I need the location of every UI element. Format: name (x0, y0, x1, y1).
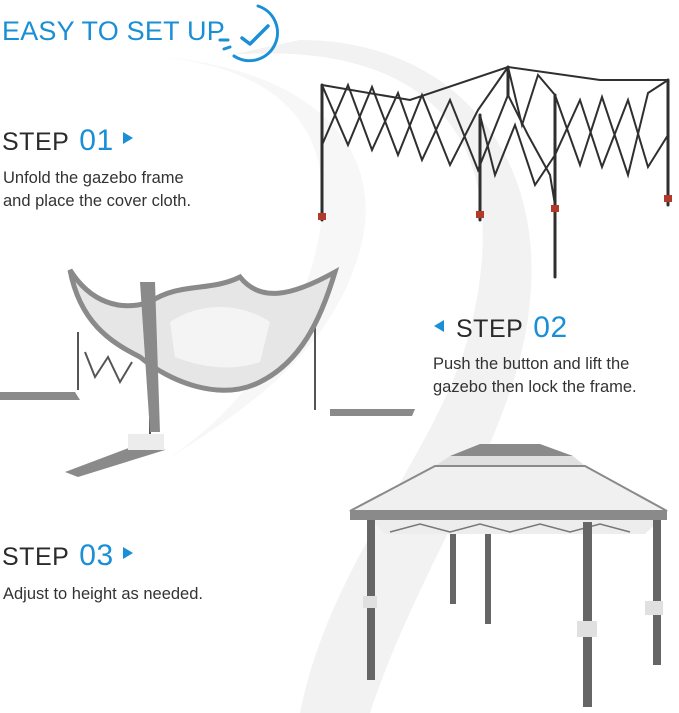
gazebo-illustration (349, 444, 668, 707)
step-number: 03 (79, 539, 114, 572)
cover-cloth-illustration (0, 266, 415, 477)
step-03-description: Adjust to height as needed. (3, 583, 203, 606)
arrow-right-icon (122, 547, 133, 559)
step-word: STEP (2, 543, 70, 571)
step-01-heading: STEP 01 (2, 124, 133, 158)
step-word: STEP (2, 128, 70, 156)
unfolded-frame-illustration (318, 65, 672, 279)
step-02-heading: STEP 02 (434, 311, 568, 345)
step-number: 02 (533, 311, 568, 344)
step-number: 01 (79, 124, 114, 157)
step-word: STEP (456, 315, 524, 343)
description-line: Adjust to height as needed. (3, 585, 203, 603)
arrow-right-icon (122, 132, 133, 144)
description-line: and place the cover cloth. (3, 192, 192, 210)
description-line: Push the button and lift the (433, 355, 630, 373)
clock-check-icon (218, 4, 279, 63)
description-line: gazebo then lock the frame. (433, 378, 637, 396)
step-02-description: Push the button and lift the gazebo then… (433, 353, 637, 399)
description-line: Unfold the gazebo frame (3, 169, 184, 187)
headline: EASY TO SET UP (2, 16, 225, 46)
step-03-heading: STEP 03 (2, 539, 133, 573)
arrow-left-icon (434, 320, 444, 332)
step-01-description: Unfold the gazebo frame and place the co… (3, 167, 191, 213)
